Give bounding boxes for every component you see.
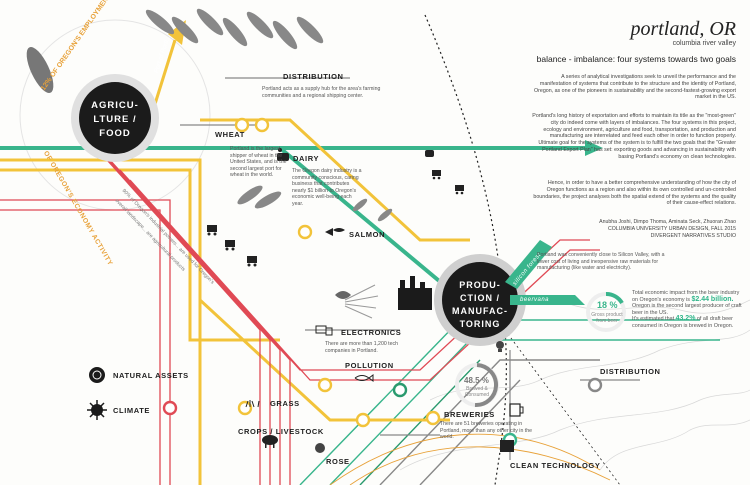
red-line-1: [0, 199, 171, 485]
grey-branch-1: [379, 359, 600, 485]
breweries-stat-label: Brewed & Consumed: [464, 386, 490, 398]
electronics-label: ELECTRONICS: [341, 328, 402, 337]
beer-impact-text: Total economic impact from the beer indu…: [632, 290, 742, 329]
credits: Anubha Joshi, Dimpo Thoma, Aminata Seck,…: [599, 219, 736, 225]
natural-assets-label: NATURAL ASSETS: [113, 371, 189, 380]
grey-branch-2: [419, 379, 521, 485]
breweries-label: BREWERIES: [444, 410, 495, 419]
crops-node[interactable]: [355, 412, 371, 428]
agriculture-hub-label: AGRICU-LTURE / FOOD: [91, 100, 139, 139]
fish-small-icon: [352, 198, 393, 222]
distribution-desc: Portland acts as a supply hub for the ar…: [262, 86, 381, 99]
dairy-label: DAIRY: [293, 154, 320, 163]
gross-product-gauge-value: [605, 292, 624, 305]
wheat-node[interactable]: [234, 117, 250, 133]
truck-icons: [207, 150, 464, 267]
wheat-node-2[interactable]: [254, 117, 270, 133]
red-line-8: [129, 179, 600, 381]
beervana-label: beervana: [520, 297, 550, 303]
wheat-bundle-icon: [344, 284, 379, 319]
fish-school-icon: [145, 8, 324, 50]
crops-livestock-label: CROPS / LIVESTOCK: [238, 427, 324, 436]
grass-node-2[interactable]: [317, 377, 333, 393]
electronics-icon: [315, 325, 333, 336]
green-branch-3: [359, 359, 481, 485]
climate-icon: [87, 400, 107, 420]
gross-product-label: Gross product from beer: [591, 312, 623, 324]
yellow-line-1: [0, 158, 202, 485]
building-icon: [500, 440, 514, 452]
grass-node[interactable]: [237, 400, 253, 416]
gross-product-pct: 18 %: [597, 300, 618, 310]
production-hub[interactable]: [442, 262, 518, 338]
crops-node-2[interactable]: [425, 410, 441, 426]
beervana-ribbon: [510, 295, 585, 305]
page-title: portland, OR: [630, 18, 736, 40]
credits-studio: DIVERGENT NARRATIVES STUDIO: [650, 233, 736, 239]
breweries-pct: 48.5 %: [464, 376, 489, 385]
silicon-forest-ribbon: [505, 240, 552, 289]
credits-org: COLUMBIA UNIVERSITY URBAN DESIGN, FALL 2…: [608, 226, 736, 232]
intro-paragraph-2: Portland's long history of exportation a…: [532, 113, 736, 160]
factory-icon: [398, 276, 432, 310]
red-line-6: [109, 159, 291, 485]
green-arrow-head: [585, 140, 603, 156]
wheat-desc: Portland is the largest shipper of wheat…: [230, 146, 287, 179]
salmon-label: SALMON: [349, 230, 386, 239]
green-diagonal: [278, 146, 452, 292]
pollution-label: POLLUTION: [345, 361, 394, 370]
production-hub-label: PRODU-CTION / MANUFAC-TORING: [452, 280, 508, 329]
electronics-desc: There are more than 1,200 tech companies…: [325, 341, 398, 354]
wheat-label: WHEAT: [215, 130, 245, 139]
rose-icon: [315, 443, 325, 453]
climate-node[interactable]: [162, 400, 178, 416]
bulb-icon: [496, 341, 504, 352]
page-subtitle: columbia river valley: [672, 40, 736, 47]
clean-technology-label: CLEAN TECHNOLOGY: [510, 461, 601, 470]
red-line-2: [0, 209, 161, 485]
yellow-line-4: [198, 298, 450, 422]
breweries-gauge-value: [474, 363, 499, 408]
beer-icon: [509, 403, 524, 417]
intro-paragraph-1: A series of analytical investigations se…: [534, 74, 736, 101]
orange-curve-2: [349, 446, 611, 485]
distribution-node-2[interactable]: [587, 377, 603, 393]
dairy-icon: [277, 148, 289, 161]
natural-assets-icon: [89, 367, 105, 383]
orange-curve-1: [329, 433, 601, 485]
agriculture-hub[interactable]: [79, 82, 151, 154]
salmon-node[interactable]: [297, 224, 313, 240]
dairy-desc: The Oregon dairy industry is a community…: [292, 168, 362, 207]
dotted-branch: [504, 329, 621, 485]
pollution-node[interactable]: [392, 382, 408, 398]
climate-label: CLIMATE: [113, 406, 150, 415]
distribution-label: DISTRIBUTION: [283, 72, 344, 81]
salmon-middle-icon: [237, 185, 282, 209]
page-tagline: balance - imbalance: four systems toward…: [536, 54, 736, 64]
distribution-2-label: DISTRIBUTION: [600, 367, 661, 376]
salmon-large-icon: [26, 47, 54, 93]
hops-icon: [335, 291, 351, 299]
red-line-5: [99, 149, 281, 485]
red-line-7: [119, 169, 590, 371]
intro-paragraph-3: Hence, in order to have a better compreh…: [533, 180, 736, 207]
yellow-line-2: [0, 168, 280, 342]
breweries-desc: There are 51 breweries operating in Port…: [440, 421, 532, 441]
red-line-3: [79, 129, 261, 485]
pollution-fish-icon: [354, 374, 374, 382]
grass-icon: [245, 400, 260, 408]
rose-label: ROSE: [326, 457, 350, 466]
sheep-icon: [262, 435, 278, 448]
silicon-desc: Portland was conveniently close to Silic…: [537, 252, 665, 272]
salmon-icon: [325, 228, 345, 236]
grass-label: GRASS: [270, 399, 300, 408]
